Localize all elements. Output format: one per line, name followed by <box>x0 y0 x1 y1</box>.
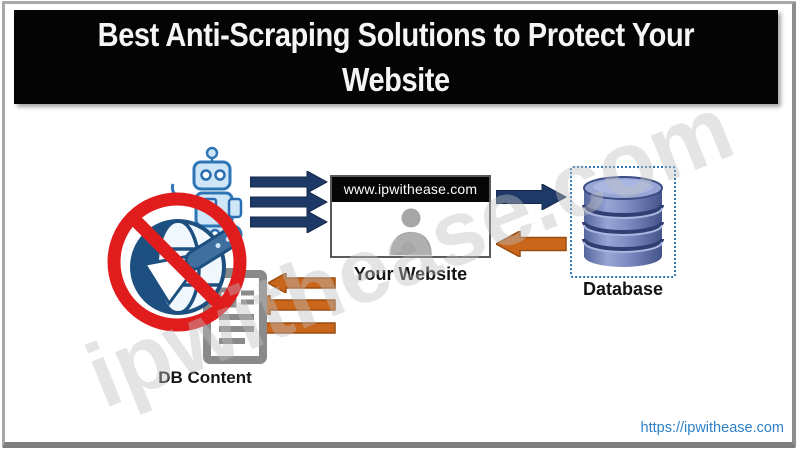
scraped-content-arrow-1 <box>268 273 336 293</box>
user-icon <box>389 208 432 256</box>
website-label: Your Website <box>353 264 468 284</box>
page-title: Best Anti-Scraping Solutions to Protect … <box>97 12 695 102</box>
title-line-2: Website <box>342 61 450 98</box>
db-query-arrow <box>496 184 567 210</box>
no-scraping-icon-group <box>107 146 267 364</box>
database-cylinder-icon <box>582 176 664 267</box>
prohibition-sign-icon <box>107 192 247 332</box>
database-label: Database <box>582 279 664 299</box>
title-banner: Best Anti-Scraping Solutions to Protect … <box>14 10 778 104</box>
website-address-bar: www.ipwithease.com <box>332 177 489 202</box>
db-response-arrow <box>496 231 567 257</box>
request-arrow-2 <box>250 191 328 213</box>
database-dotted-border <box>570 166 676 278</box>
db-content-label: DB Content <box>158 368 252 387</box>
website-body <box>332 202 489 256</box>
request-arrow-3 <box>250 211 328 233</box>
request-arrow-1 <box>250 171 328 193</box>
title-line-1: Best Anti-Scraping Solutions to Protect … <box>97 16 695 53</box>
website-box: www.ipwithease.com <box>330 175 491 258</box>
footer-site-link[interactable]: https://ipwithease.com <box>640 420 784 436</box>
